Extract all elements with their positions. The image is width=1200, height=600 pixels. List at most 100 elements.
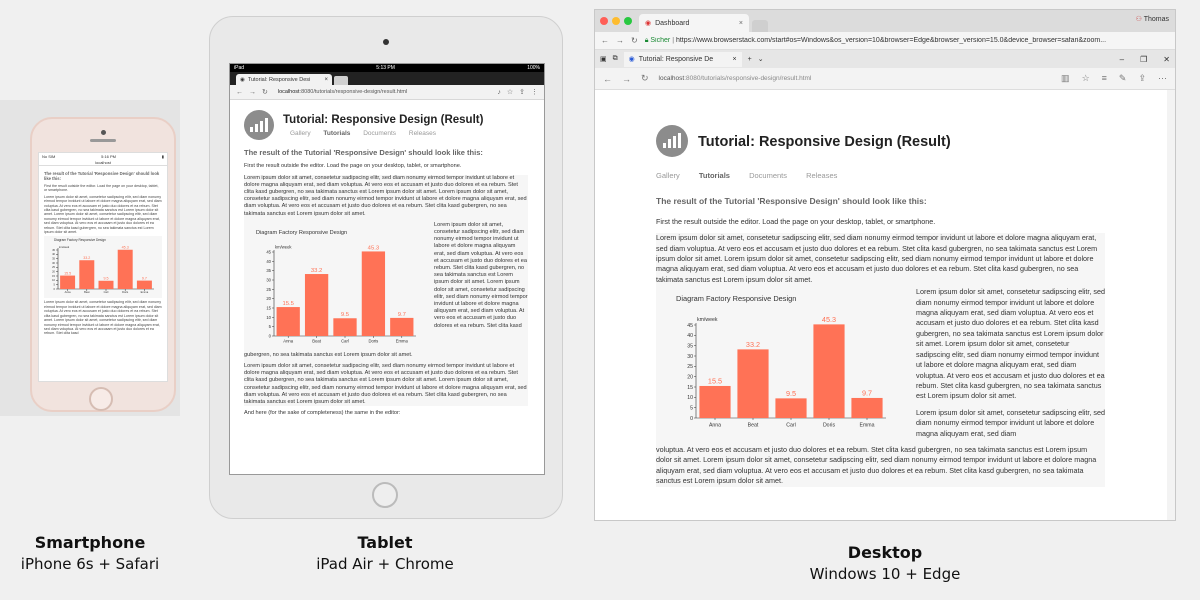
y-tick-label: 10	[266, 315, 271, 320]
bar	[361, 251, 386, 336]
phone-address-bar[interactable]: localhost	[39, 160, 167, 166]
y-tick-label: 20	[687, 375, 693, 381]
hub-icon[interactable]: ≡	[1101, 73, 1107, 83]
x-tick-label: Doris	[122, 291, 129, 295]
menu-icon[interactable]: ⋮	[531, 89, 538, 96]
nav-gallery[interactable]: Gallery	[290, 130, 311, 137]
front-camera	[383, 39, 389, 45]
x-tick-label: Beat	[748, 423, 759, 429]
new-tab-button[interactable]	[334, 76, 348, 85]
address-bar[interactable]: localhost:8080/tutorials/responsive-desi…	[274, 87, 491, 97]
platform-name: Windows 10 + Edge	[809, 565, 961, 583]
reload-icon[interactable]: ↻	[631, 36, 638, 45]
close-icon[interactable]: ×	[732, 55, 737, 63]
y-tick-label: 35	[266, 268, 271, 273]
nav-documents[interactable]: Documents	[749, 171, 788, 180]
forward-arrow-icon[interactable]: →	[622, 73, 631, 84]
bar	[98, 281, 114, 290]
desktop-page-body: Tutorial: Responsive Design (Result) Gal…	[595, 90, 1175, 487]
forward-arrow-icon[interactable]: →	[616, 36, 624, 45]
address-bar[interactable]: 🔒︎ Sicher | https://www.browserstack.com…	[644, 36, 1107, 44]
share-icon[interactable]: ⇪	[519, 89, 525, 96]
x-tick-label: Emma	[396, 339, 409, 344]
close-dot[interactable]	[600, 17, 608, 25]
device-label: iPad	[234, 65, 245, 71]
nav-gallery[interactable]: Gallery	[656, 171, 680, 180]
close-window-icon[interactable]: ✕	[1163, 54, 1170, 64]
earpiece-speaker	[90, 139, 116, 142]
mic-icon[interactable]: ♪	[497, 88, 501, 96]
nav-tutorials[interactable]: Tutorials	[323, 130, 351, 137]
close-icon[interactable]: ×	[738, 19, 743, 27]
nav-tutorials[interactable]: Tutorials	[698, 171, 730, 180]
home-button[interactable]	[89, 387, 113, 411]
back-arrow-icon[interactable]: ←	[601, 36, 609, 45]
restore-icon[interactable]: ❐	[1140, 54, 1148, 64]
browser-tab[interactable]: ◉ Tutorial: Responsive Desi ×	[236, 74, 332, 85]
browser-tab[interactable]: ◉ Dashboard ×	[639, 14, 749, 32]
tab-title: Tutorial: Responsive Desi	[247, 76, 311, 83]
y-tick-label: 35	[52, 257, 55, 261]
bar	[276, 306, 300, 336]
minimize-dot[interactable]	[612, 17, 620, 25]
back-arrow-icon[interactable]: ←	[236, 88, 243, 96]
address-bar[interactable]: localhost:8080/tutorials/responsive-desi…	[659, 75, 1052, 82]
edge-tab[interactable]: ◉ Tutorial: Responsive De ×	[623, 51, 742, 67]
scrollbar[interactable]	[1167, 90, 1175, 520]
tablet-page-body: Tutorial: Responsive Design (Result) Gal…	[230, 100, 544, 417]
outer-tab-strip: ◉ Dashboard × ⚇ Thomas	[595, 10, 1175, 32]
ipad-device: iPad 5:13 PM 100% ◉ Tutorial: Responsive…	[209, 16, 563, 519]
window-controls	[600, 17, 632, 25]
editor-note: And here (for the sake of completeness) …	[244, 410, 401, 417]
y-tick-label: 40	[52, 253, 55, 257]
y-tick-label: 35	[687, 344, 693, 350]
tablet-screen: iPad 5:13 PM 100% ◉ Tutorial: Responsive…	[229, 63, 545, 475]
reload-icon[interactable]: ↻	[262, 89, 268, 96]
user-profile[interactable]: ⚇ Thomas	[1136, 15, 1169, 23]
bar-chart: Diagram Factory Responsive Designkm/week…	[256, 230, 416, 344]
minimize-icon[interactable]: –	[1119, 54, 1125, 64]
page-header: Tutorial: Responsive Design (Result)	[656, 125, 1105, 157]
more-icon[interactable]: ⋯	[1158, 73, 1167, 83]
new-tab-button[interactable]	[752, 20, 768, 32]
nav-releases[interactable]: Releases	[806, 171, 838, 180]
back-arrow-icon[interactable]: ←	[603, 73, 612, 84]
x-tick-label: Anna	[65, 291, 72, 295]
phone-page-body: The result of the Tutorial 'Responsive D…	[39, 166, 167, 341]
chevron-down-icon[interactable]: ⌄	[757, 56, 764, 63]
outer-address-row: ← → ↻ 🔒︎ Sicher | https://www.browsersta…	[595, 32, 1175, 50]
y-tick-label: 20	[266, 296, 271, 301]
reading-view-icon[interactable]: ▥	[1061, 73, 1070, 83]
star-icon[interactable]: ☆	[506, 89, 514, 96]
chart-title: Diagram Factory Responsive Design	[256, 230, 347, 236]
close-icon[interactable]: ×	[324, 76, 328, 83]
data-label: 15.5	[708, 377, 722, 386]
nav-releases[interactable]: Releases	[408, 130, 436, 137]
x-tick-label: Anna	[709, 423, 721, 429]
bar	[136, 281, 152, 290]
bar	[813, 324, 845, 419]
home-button[interactable]	[372, 482, 398, 508]
forward-arrow-icon[interactable]: →	[249, 88, 256, 96]
new-tab-icon[interactable]: +	[747, 55, 752, 63]
url-host: localhost	[658, 75, 685, 82]
pen-icon[interactable]: ✎	[1118, 73, 1127, 83]
share-icon[interactable]: ⇪	[1138, 73, 1146, 83]
edge-window-controls: – ❐ ✕	[1120, 55, 1170, 64]
nav-documents[interactable]: Documents	[363, 130, 397, 137]
device-name: Tablet	[357, 533, 413, 552]
tabs-aside-icon[interactable]: ⧉	[612, 55, 618, 62]
tab-preview-icon[interactable]: ▣	[600, 56, 607, 63]
x-tick-label: Beat	[84, 291, 90, 295]
star-icon[interactable]: ☆	[1081, 73, 1090, 83]
url-path: :8080/tutorials/responsive-design/result…	[684, 75, 812, 82]
bar	[79, 260, 95, 290]
chrome-icon: ◉	[645, 20, 652, 27]
side-text: Lorem ipsum dolor sit amet, consetetur s…	[434, 221, 528, 329]
reload-icon[interactable]: ↻	[641, 73, 649, 83]
time-label: 5:13 PM	[376, 65, 395, 71]
zoom-dot[interactable]	[624, 17, 632, 25]
